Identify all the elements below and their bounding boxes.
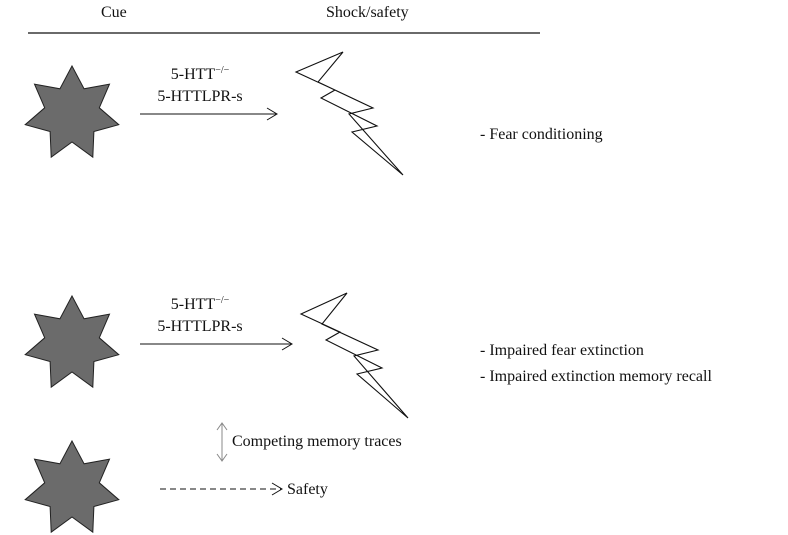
safety-dashed-arrow xyxy=(160,482,283,496)
genotype-variant-bottom: 5-HTTLPR-s xyxy=(157,318,243,335)
cue-star-icon xyxy=(24,439,120,534)
genotype-name: 5-HTT xyxy=(170,66,216,83)
genotype-name: 5-HTT xyxy=(170,296,216,313)
genotype-label-bottom: 5-HTT−/− xyxy=(140,296,260,314)
cue-star-icon xyxy=(24,64,120,159)
header-cue-label: Cue xyxy=(101,4,127,21)
competing-memory-label: Competing memory traces xyxy=(232,433,402,450)
competing-double-arrow xyxy=(216,422,228,462)
genotype-superscript: −/− xyxy=(215,65,230,76)
shock-bolt-icon xyxy=(294,51,404,176)
outcome-impaired-recall: - Impaired extinction memory recall xyxy=(480,368,712,385)
cue-arrow xyxy=(140,107,278,121)
outcome-fear-conditioning: - Fear conditioning xyxy=(480,126,603,143)
genotype-variant-top: 5-HTTLPR-s xyxy=(157,88,243,105)
genotype-label-top: 5-HTT−/− xyxy=(140,66,260,84)
cue-star-icon xyxy=(24,294,120,389)
outcome-impaired-extinction: - Impaired fear extinction xyxy=(480,342,644,359)
shock-bolt-icon xyxy=(299,292,409,419)
genotype-superscript: −/− xyxy=(215,295,230,306)
header-shock-label: Shock/safety xyxy=(326,4,409,21)
cue-arrow xyxy=(140,337,293,351)
safety-label: Safety xyxy=(287,481,328,498)
